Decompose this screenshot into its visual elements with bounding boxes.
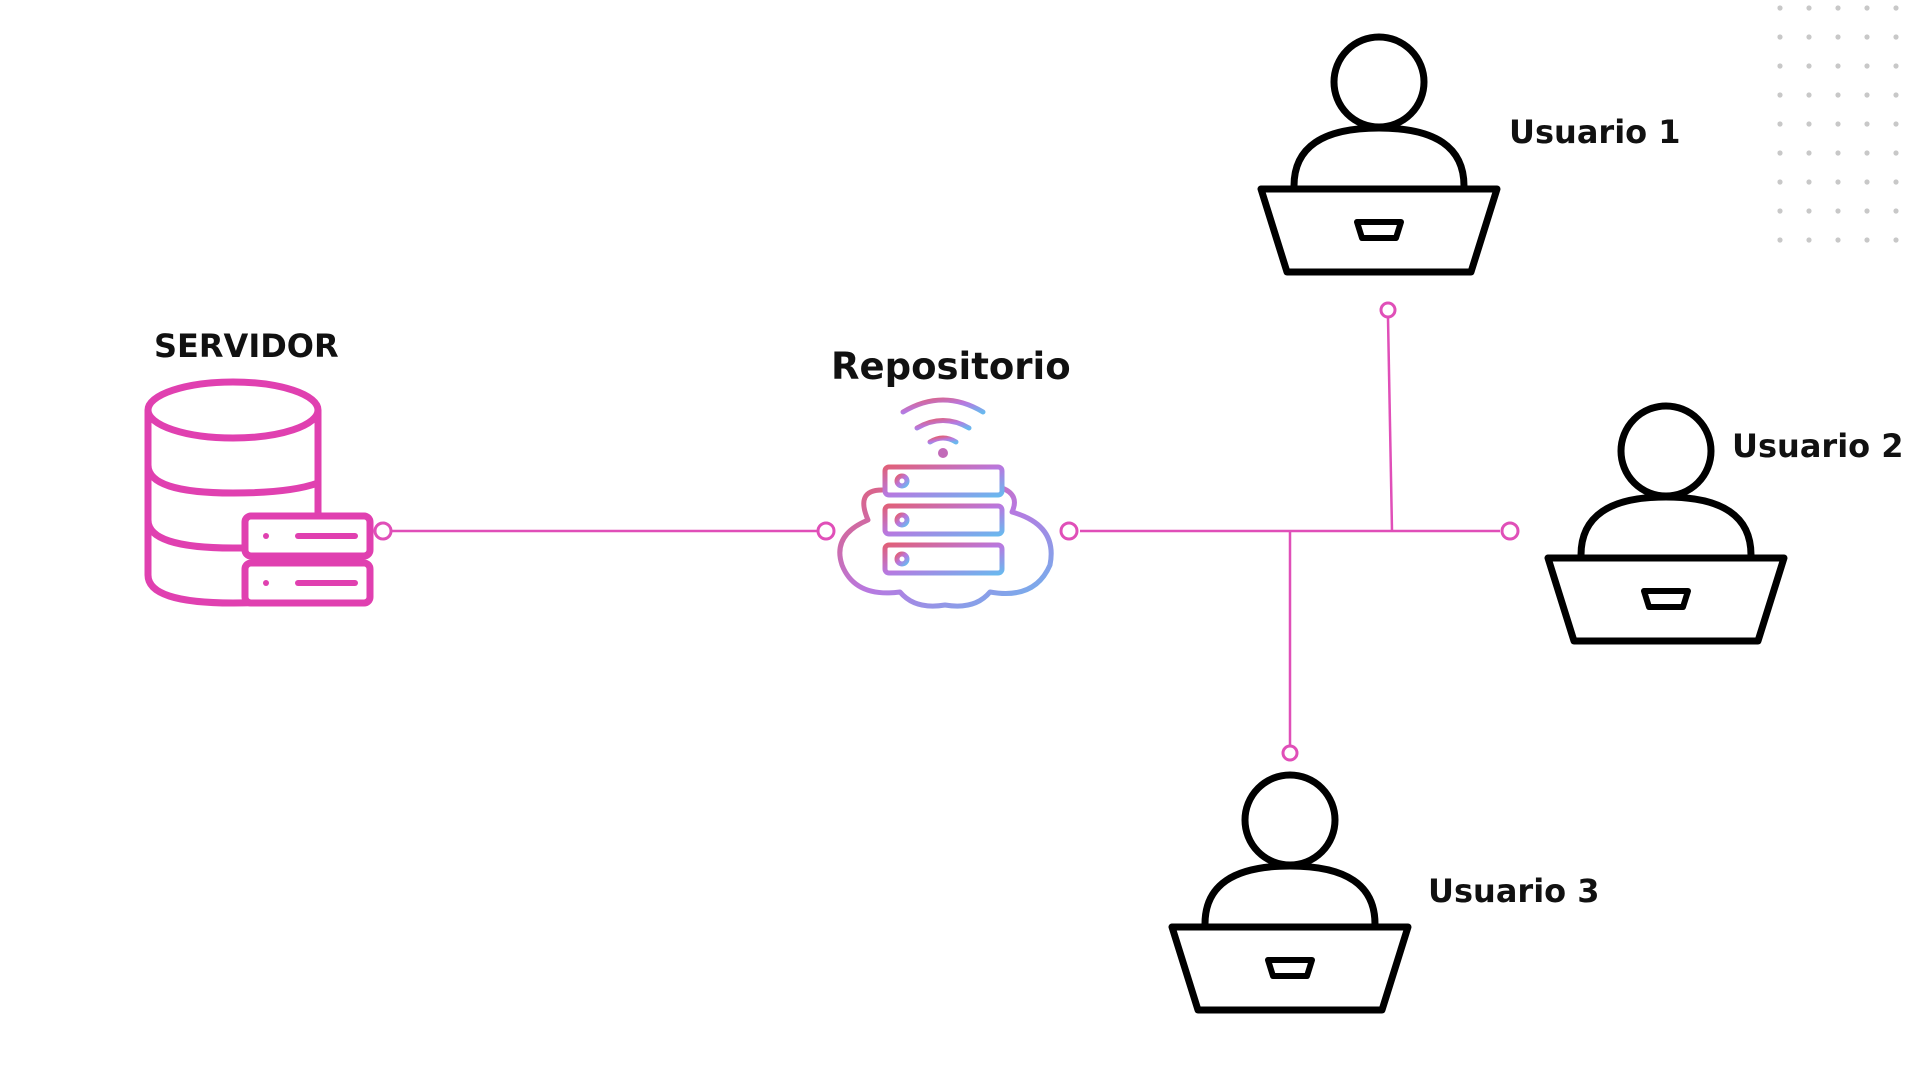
decorative-dot [1893,237,1899,243]
decorative-dot [1777,63,1783,69]
connector-endpoints [373,301,1520,762]
endpoint-user1 [1379,301,1397,319]
decorative-dot [1806,92,1812,98]
connector-lines [391,317,1500,745]
decorative-dot [1835,237,1841,243]
decorative-dot [1835,34,1841,40]
decorative-dot [1835,63,1841,69]
endpoint-server [373,521,393,541]
user3-label: Usuario 3 [1428,872,1600,910]
repository-label: Repositorio [831,345,1071,388]
decorative-dot [1806,237,1812,243]
decorative-dot [1893,121,1899,127]
decorative-dot [1864,121,1870,127]
decorative-dot [1806,121,1812,127]
decorative-dot [1835,92,1841,98]
server-label: SERVIDOR [154,327,339,365]
connector-user1 [1386,317,1394,532]
decorative-dot [1864,150,1870,156]
decorative-dot [1777,34,1783,40]
cloud-server-wifi-icon [837,397,1054,609]
endpoint-user3 [1281,744,1299,762]
decorative-dot-grid [1777,5,1899,243]
decorative-dot [1864,92,1870,98]
decorative-dot [1777,179,1783,185]
endpoint-user2 [1500,521,1520,541]
decorative-dot [1864,5,1870,11]
decorative-dot [1806,63,1812,69]
user3-laptop-icon [1172,775,1408,1010]
decorative-dot [1777,121,1783,127]
decorative-dot [1777,208,1783,214]
decorative-dot [1864,208,1870,214]
user2-label: Usuario 2 [1732,427,1904,465]
decorative-dot [1835,208,1841,214]
decorative-dot [1893,150,1899,156]
decorative-dot [1835,150,1841,156]
decorative-dot [1777,92,1783,98]
decorative-dot [1893,34,1899,40]
decorative-dot [1893,179,1899,185]
decorative-dot [1835,121,1841,127]
decorative-dot [1893,92,1899,98]
decorative-dot [1806,5,1812,11]
database-server-icon [144,378,374,607]
endpoint-repository-right [1059,521,1079,541]
user1-label: Usuario 1 [1509,113,1681,151]
user1-laptop-icon [1261,37,1497,272]
decorative-dot [1864,179,1870,185]
decorative-dot [1835,179,1841,185]
decorative-dot [1806,150,1812,156]
decorative-dot [1893,5,1899,11]
decorative-dot [1864,237,1870,243]
decorative-dot [1806,208,1812,214]
decorative-dot [1806,179,1812,185]
decorative-dot [1893,63,1899,69]
decorative-dot [1777,150,1783,156]
decorative-dot [1893,208,1899,214]
decorative-dot [1864,34,1870,40]
decorative-dot [1777,237,1783,243]
decorative-dot [1864,63,1870,69]
decorative-dot [1777,5,1783,11]
decorative-dot [1806,34,1812,40]
endpoint-repository-left [816,521,836,541]
decorative-dot [1835,5,1841,11]
